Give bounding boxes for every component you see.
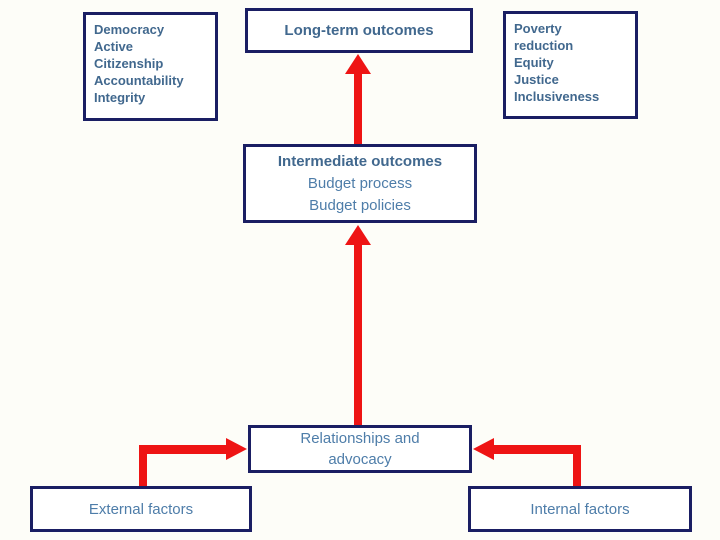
intermediate-outcomes-box: Intermediate outcomes Budget process Bud… — [243, 144, 477, 223]
impacts-line-equity: Equity — [514, 55, 554, 70]
impacts-line-justice: Justice — [514, 72, 559, 87]
arrow-external-to-relationships-head — [226, 438, 247, 460]
long-term-outcomes-box: Long-term outcomes — [245, 8, 473, 53]
relationships-line-1: Relationships and — [300, 430, 420, 447]
arrow-relationships-to-intermediate-shaft — [354, 244, 362, 425]
drivers-line-accountability: Accountability — [94, 73, 184, 88]
arrow-external-to-relationships-horizontal — [139, 445, 227, 454]
impacts-line-poverty: Poverty — [514, 21, 562, 36]
drivers-line-integrity: Integrity — [94, 90, 146, 105]
arrow-internal-to-relationships-horizontal — [494, 445, 581, 454]
long-term-outcomes-label: Long-term outcomes — [284, 22, 434, 39]
arrow-intermediate-to-longterm-head — [345, 54, 371, 74]
arrow-intermediate-to-longterm-shaft — [354, 73, 362, 144]
impacts-line-inclusiveness: Inclusiveness — [514, 89, 600, 104]
intermediate-line-budget-process: Budget process — [307, 174, 413, 192]
impacts-text: Poverty reduction Equity Justice Inclusi… — [506, 14, 635, 111]
relationships-advocacy-box: Relationships and advocacy — [248, 425, 472, 473]
impacts-box: Poverty reduction Equity Justice Inclusi… — [503, 11, 638, 119]
external-factors-label: External factors — [88, 500, 194, 518]
impacts-line-reduction: reduction — [514, 38, 574, 53]
arrow-internal-to-relationships-vertical — [573, 445, 581, 486]
drivers-line-citizenship: Citizenship — [94, 56, 164, 71]
drivers-line-active: Active — [94, 39, 134, 54]
arrow-relationships-to-intermediate-head — [345, 225, 371, 245]
drivers-line-democracy: Democracy — [94, 22, 165, 37]
drivers-box: Democracy Active Citizenship Accountabil… — [83, 12, 218, 121]
external-factors-box: External factors — [30, 486, 252, 532]
drivers-text: Democracy Active Citizenship Accountabil… — [86, 15, 215, 112]
arrow-external-to-relationships-vertical — [139, 445, 147, 486]
relationships-line-2: advocacy — [328, 451, 392, 468]
internal-factors-box: Internal factors — [468, 486, 692, 532]
intermediate-outcomes-title: Intermediate outcomes — [277, 152, 443, 170]
intermediate-line-budget-policies: Budget policies — [309, 196, 411, 214]
arrow-internal-to-relationships-head — [473, 438, 494, 460]
internal-factors-label: Internal factors — [530, 500, 630, 518]
